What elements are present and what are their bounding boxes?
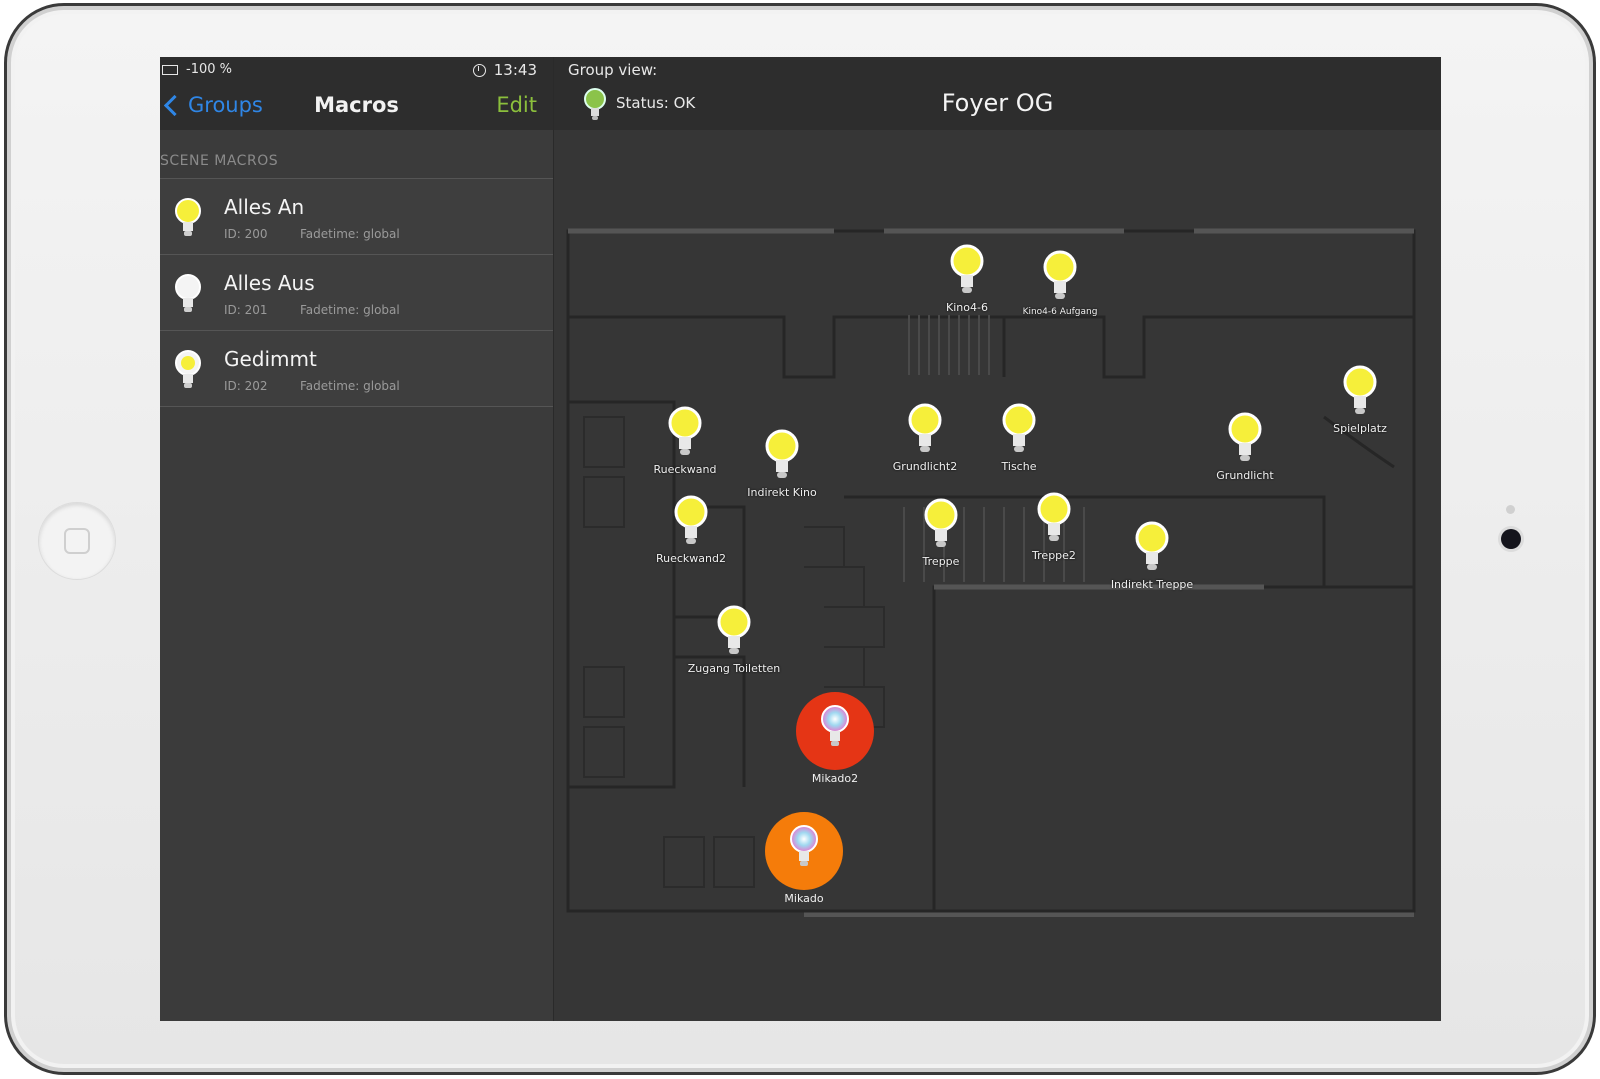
lamp-zugang-toiletten[interactable]: Zugang Toiletten: [674, 604, 794, 675]
lamp-label: Grundlicht2: [892, 460, 958, 473]
lamp-indirekt-kino[interactable]: Indirekt Kino: [722, 428, 842, 499]
battery-status: -100 %: [162, 62, 232, 77]
macro-row-alles-aus[interactable]: Alles Aus ID: 201 Fadetime: global: [160, 255, 553, 331]
macro-list: Alles An ID: 200 Fadetime: global Alles …: [160, 178, 553, 407]
lamp-label: Grundlicht: [1216, 469, 1274, 482]
bulb-on-icon: [1037, 492, 1071, 541]
bulb-on-icon: [1043, 250, 1077, 299]
lamp-treppe[interactable]: Treppe: [881, 497, 1001, 568]
lamp-label: Rueckwand2: [656, 552, 726, 565]
lamp-tische[interactable]: Tische: [959, 402, 1079, 473]
macro-name: Alles Aus: [224, 271, 315, 295]
lamp-indirekt-treppe[interactable]: Indirekt Treppe: [1092, 520, 1212, 591]
lamp-kino4-6[interactable]: Kino4-6: [907, 243, 1027, 314]
home-button[interactable]: [38, 502, 116, 580]
lamp-label: Treppe2: [1032, 549, 1076, 562]
clock-status: 13:43: [472, 61, 537, 79]
clock-icon: [472, 63, 486, 77]
group-view-label: Group view:: [568, 61, 658, 79]
bulb-on-icon: [924, 498, 958, 547]
lamp-label: Tische: [1001, 460, 1037, 473]
bulb-on-icon: [1002, 403, 1036, 452]
rgb-bulb-icon: [821, 705, 849, 746]
bulb-on-icon: [674, 495, 708, 544]
macro-fadetime: Fadetime: global: [300, 227, 400, 241]
macro-id: ID: 202: [224, 379, 268, 393]
group-view-header: Group view: Status: OK Foyer OG: [554, 57, 1441, 130]
bulb-on-icon: [1228, 412, 1262, 461]
lamp-rueckwand2[interactable]: Rueckwand2: [631, 494, 751, 565]
macro-row-alles-an[interactable]: Alles An ID: 200 Fadetime: global: [160, 179, 553, 255]
group-view-panel: Group view: Status: OK Foyer OG: [554, 57, 1441, 1021]
macro-name: Alles An: [224, 195, 305, 219]
lamp-label: Indirekt Kino: [747, 486, 817, 499]
lamp-label: Indirekt Treppe: [1110, 578, 1194, 591]
lamp-label: Kino4-6 Aufgang: [1022, 307, 1098, 317]
bulb-on-icon: [717, 605, 751, 654]
status-text: Status: OK: [616, 94, 696, 112]
light-sensor: [1506, 505, 1515, 514]
macros-panel: -100 % 13:43 Groups Macros Edit SCENE MA…: [160, 57, 554, 1021]
lamp-treppe2[interactable]: Treppe2: [994, 491, 1114, 562]
bulb-on-icon: [950, 244, 984, 293]
bulb-on-icon: [1135, 521, 1169, 570]
home-square-icon: [64, 528, 90, 554]
macro-row-gedimmt[interactable]: Gedimmt ID: 202 Fadetime: global: [160, 331, 553, 407]
macro-fadetime: Fadetime: global: [300, 379, 400, 393]
front-camera: [1501, 529, 1521, 549]
lamp-grundlicht2[interactable]: Grundlicht2: [865, 402, 985, 473]
macro-id: ID: 200: [224, 227, 268, 241]
macros-header: -100 % 13:43 Groups Macros Edit: [160, 57, 553, 130]
rgb-lamp-mikado2[interactable]: Mikado2: [796, 692, 874, 785]
lamp-label: Kino4-6: [946, 301, 988, 314]
back-button[interactable]: Groups: [162, 93, 263, 117]
bulb-off-icon: [175, 274, 201, 312]
edit-button[interactable]: Edit: [496, 93, 537, 117]
lamp-spielplatz[interactable]: Spielplatz: [1300, 364, 1420, 435]
bulb-on-icon: [765, 429, 799, 478]
lamp-kino4-6-aufgang[interactable]: Kino4-6 Aufgang: [1000, 249, 1120, 317]
lamp-rueckwand[interactable]: Rueckwand: [625, 405, 745, 476]
page-title: Macros: [314, 93, 399, 117]
bulb-dimmed-icon: [175, 350, 201, 388]
lamp-label: Rueckwand: [653, 463, 717, 476]
bulb-on-icon: [908, 403, 942, 452]
app-screen: -100 % 13:43 Groups Macros Edit SCENE MA…: [160, 57, 1441, 1021]
rgb-bulb-icon: [790, 825, 818, 866]
section-header: SCENE MACROS: [160, 153, 279, 169]
lamp-label: Spielplatz: [1333, 422, 1387, 435]
floor-plan: [566, 228, 1416, 917]
bulb-on-icon: [175, 198, 201, 236]
bulb-on-icon: [1343, 365, 1377, 414]
rgb-lamp-label: Mikado2: [811, 772, 859, 785]
lamp-label: Zugang Toiletten: [687, 662, 781, 675]
rgb-lamp-mikado[interactable]: Mikado: [765, 812, 843, 905]
back-label: Groups: [188, 93, 263, 117]
macro-name: Gedimmt: [224, 347, 317, 371]
battery-level: -100 %: [186, 62, 232, 77]
rgb-lamp-label: Mikado: [784, 892, 824, 905]
status-bulb-icon: [584, 88, 606, 120]
lamp-grundlicht[interactable]: Grundlicht: [1185, 411, 1305, 482]
bulb-on-icon: [668, 406, 702, 455]
battery-icon: [162, 64, 178, 75]
lamp-label: Treppe: [922, 555, 960, 568]
clock-time: 13:43: [493, 61, 537, 79]
macro-fadetime: Fadetime: global: [300, 303, 400, 317]
room-title: Foyer OG: [941, 89, 1054, 117]
macro-id: ID: 201: [224, 303, 268, 317]
